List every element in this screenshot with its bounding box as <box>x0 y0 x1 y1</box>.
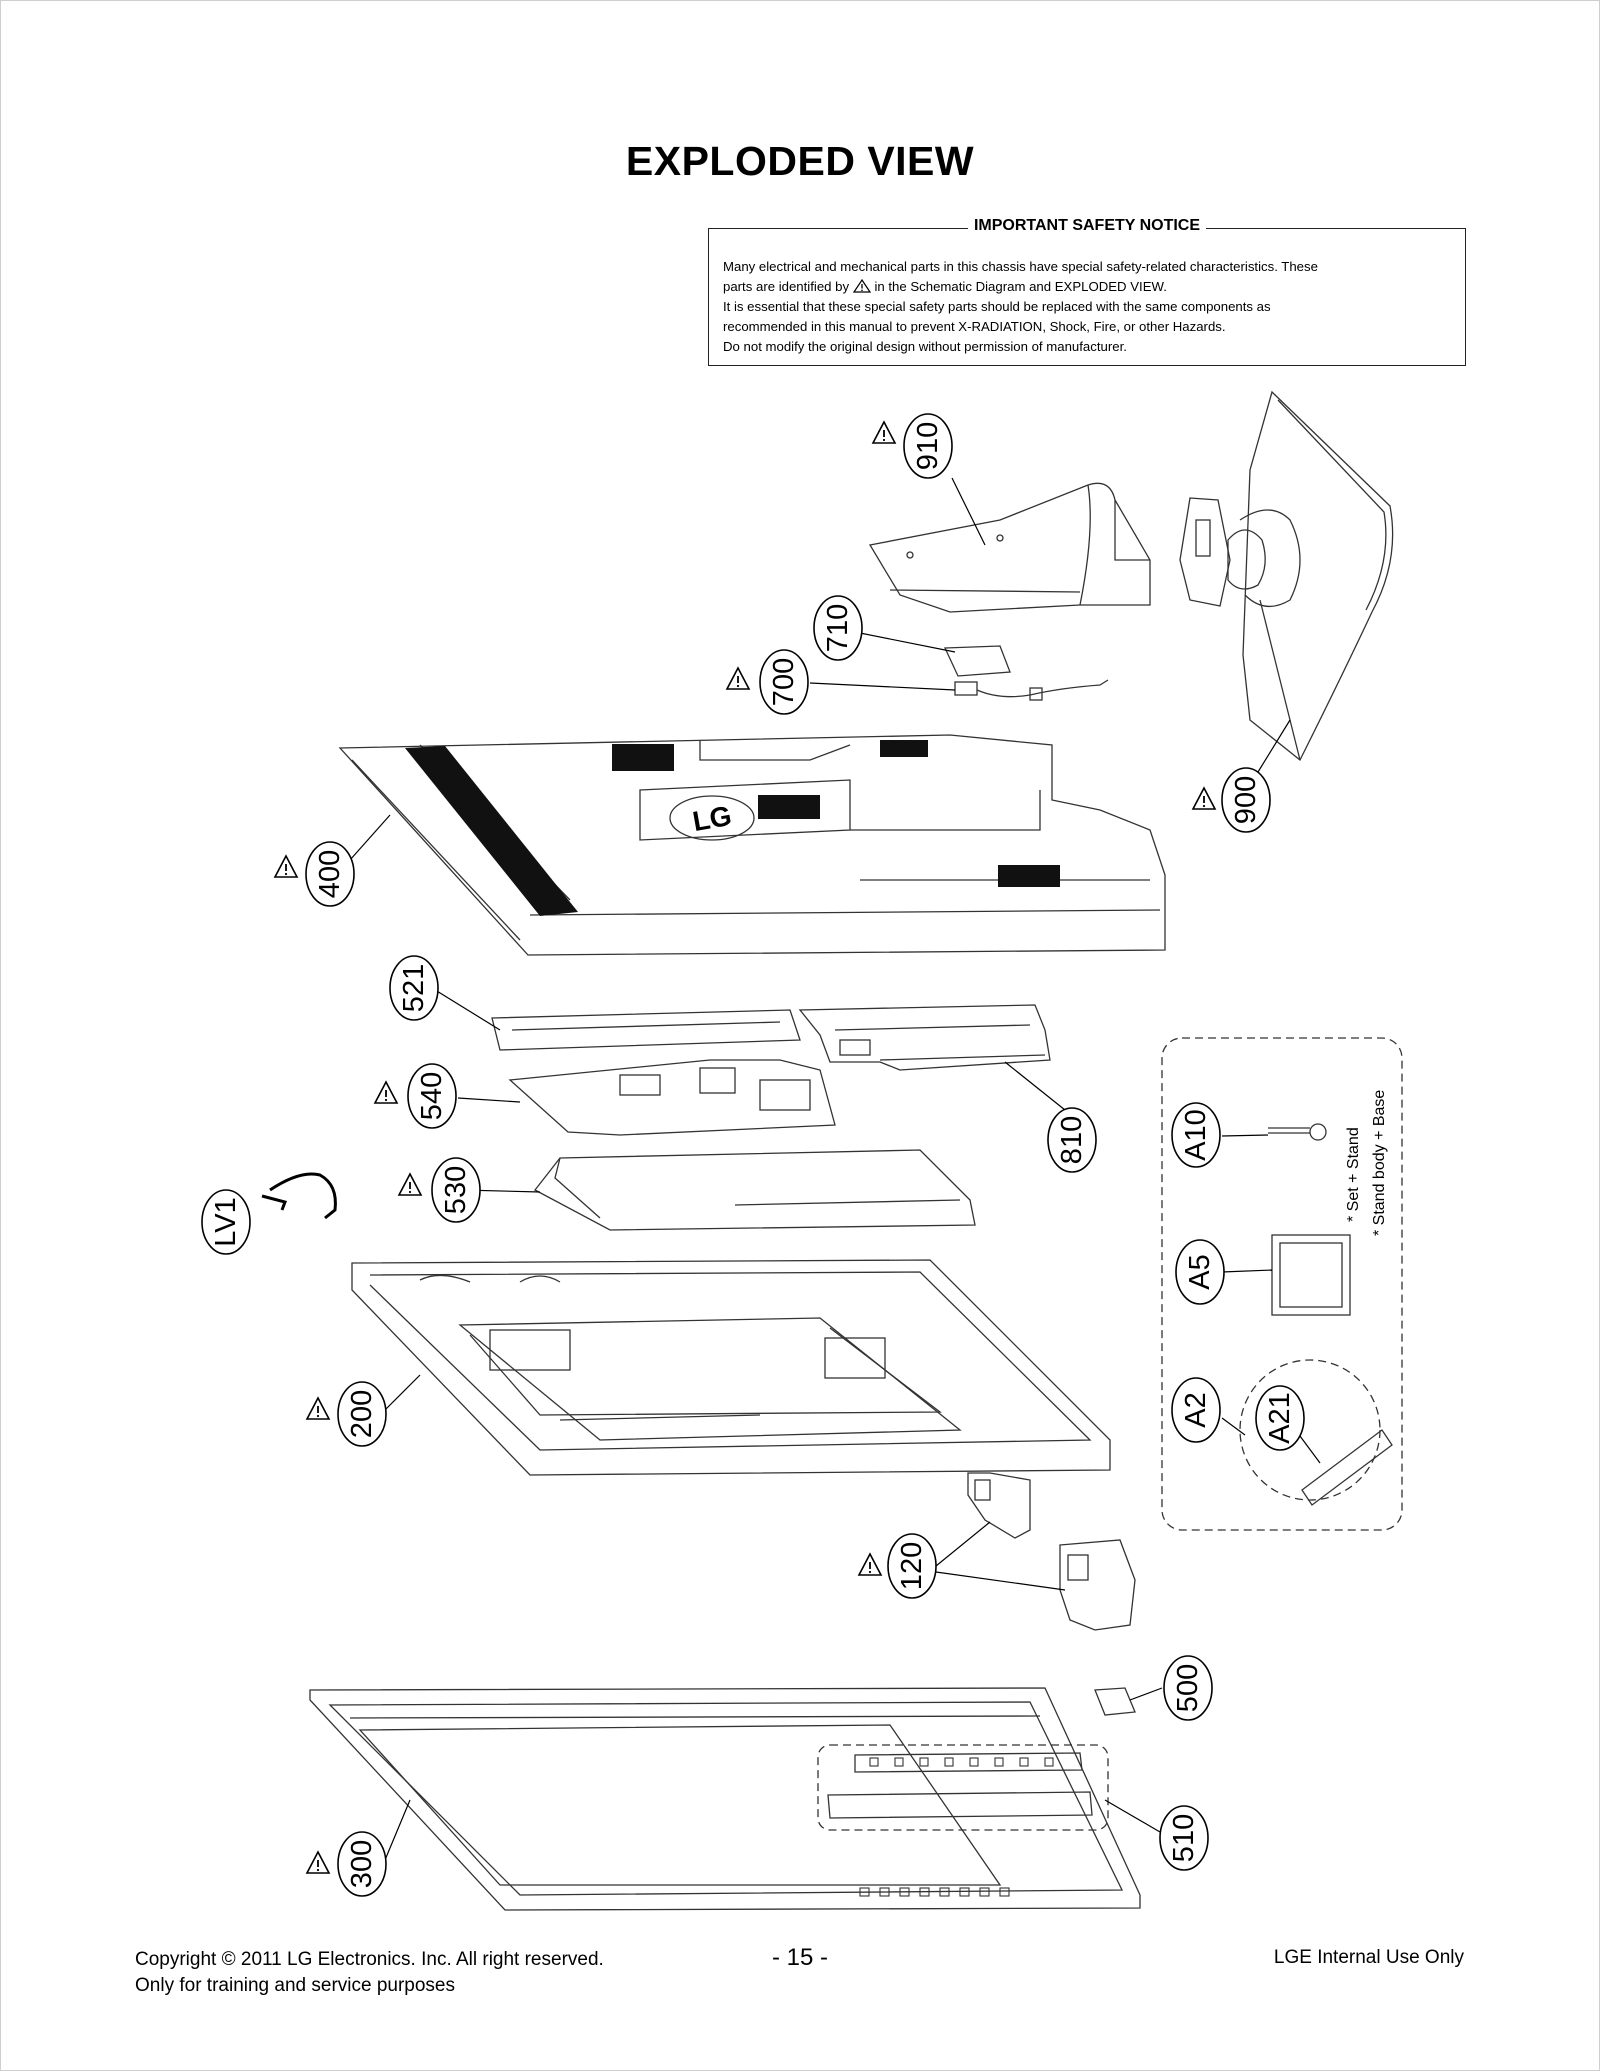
callout-200-text: 200 <box>346 1390 378 1438</box>
callout-A10-text: A10 <box>1180 1109 1212 1161</box>
callout-810: 810 <box>1047 1107 1097 1173</box>
warning-icon <box>398 1173 422 1196</box>
callout-500: 500 <box>1163 1655 1213 1721</box>
callout-521: 521 <box>389 955 439 1021</box>
warning-icon <box>306 1397 330 1420</box>
notice-line: Do not modify the original design withou… <box>723 339 1127 354</box>
cable-700-part <box>954 679 1109 701</box>
main-board-540-part <box>508 1059 836 1136</box>
warning-icon <box>858 1553 882 1576</box>
warning-triangle-icon <box>852 279 871 293</box>
warning-icon <box>872 421 896 444</box>
callout-A5-text: A5 <box>1184 1254 1216 1289</box>
callout-510: 510 <box>1159 1805 1209 1871</box>
page-number: - 15 - <box>771 1944 828 1971</box>
back-cover-part <box>338 734 1166 956</box>
notice-line: Many electrical and mechanical parts in … <box>723 259 1318 274</box>
callout-540-text: 540 <box>416 1072 448 1120</box>
accessory-note-stand-body-base: * Stand body + Base <box>1371 1090 1388 1236</box>
safety-notice-box: IMPORTANT SAFETY NOTICE Many electrical … <box>708 217 1466 366</box>
warning-icon <box>374 1081 398 1104</box>
frame-200-part <box>351 1259 1111 1476</box>
callout-120-text: 120 <box>896 1542 928 1590</box>
callout-900: 900 <box>1221 767 1271 833</box>
notice-line: recommended in this manual to prevent X-… <box>723 319 1226 334</box>
callout-700: 700 <box>759 649 809 715</box>
board-500-part <box>1094 1687 1136 1716</box>
warning-icon <box>274 855 298 878</box>
callout-A21: A21 <box>1255 1385 1305 1451</box>
callout-540: 540 <box>407 1063 457 1129</box>
callout-500-text: 500 <box>1172 1664 1204 1712</box>
callout-A2-text: A2 <box>1180 1392 1212 1427</box>
callout-710-text: 710 <box>822 604 854 652</box>
safety-notice-body: Many electrical and mechanical parts in … <box>723 257 1451 357</box>
callout-510-text: 510 <box>1168 1814 1200 1862</box>
safety-notice-heading: IMPORTANT SAFETY NOTICE <box>709 217 1465 235</box>
module-710-part <box>943 645 1011 677</box>
front-bezel-part <box>309 1687 1141 1911</box>
accessory-group <box>1161 1037 1403 1531</box>
keyboard-510-part <box>817 1744 1109 1831</box>
warning-icon <box>1192 787 1216 810</box>
footer-purpose: Only for training and service purposes <box>135 1975 455 1996</box>
speaker-120-part <box>967 1472 1136 1631</box>
stand-neck-part <box>868 482 1151 613</box>
callout-900-text: 900 <box>1230 776 1262 824</box>
bracket-810-part <box>798 1004 1051 1071</box>
callout-A5: A5 <box>1175 1239 1225 1305</box>
footer-copyright-block: Copyright © 2011 LG Electronics. Inc. Al… <box>135 1947 604 1999</box>
safety-notice-heading-text: IMPORTANT SAFETY NOTICE <box>967 217 1207 234</box>
callout-A21-text: A21 <box>1264 1392 1296 1444</box>
callout-A2: A2 <box>1171 1377 1221 1443</box>
power-board-530-part <box>534 1149 976 1231</box>
stand-base-part <box>1179 390 1394 762</box>
callout-300-text: 300 <box>346 1840 378 1888</box>
callout-LV1-text: LV1 <box>210 1197 242 1246</box>
callout-A10: A10 <box>1171 1102 1221 1168</box>
warning-icon <box>726 667 750 690</box>
footer-copyright: Copyright © 2011 LG Electronics. Inc. Al… <box>135 1949 604 1970</box>
cable-LV1-part <box>261 1172 337 1220</box>
callout-LV1: LV1 <box>201 1189 251 1255</box>
callout-300: 300 <box>337 1831 387 1897</box>
bracket-521-part <box>491 1009 801 1051</box>
callout-910-text: 910 <box>912 422 944 470</box>
warning-icon <box>306 1851 330 1874</box>
notice-line-part: parts are identified by <box>723 279 850 294</box>
page-title: EXPLODED VIEW <box>625 138 975 184</box>
callout-400: 400 <box>305 841 355 907</box>
leader-lines <box>349 477 1321 1861</box>
callout-530-text: 530 <box>440 1166 472 1214</box>
notice-line: It is essential that these special safet… <box>723 299 1271 314</box>
lg-logo: LG <box>690 800 734 837</box>
notice-line: parts are identified by in the Schematic… <box>723 277 1451 297</box>
callout-810-text: 810 <box>1056 1116 1088 1164</box>
callout-400-text: 400 <box>314 850 346 898</box>
callout-710: 710 <box>813 595 863 661</box>
callout-910: 910 <box>903 413 953 479</box>
callout-200: 200 <box>337 1381 387 1447</box>
back-cover-vent <box>405 740 1060 916</box>
callout-521-text: 521 <box>398 964 430 1012</box>
footer-internal-use: LGE Internal Use Only <box>1273 1947 1464 1968</box>
notice-line-part: in the Schematic Diagram and EXPLODED VI… <box>874 279 1167 294</box>
callout-530: 530 <box>431 1157 481 1223</box>
accessory-note-set-stand: * Set + Stand <box>1345 1127 1362 1222</box>
callout-120: 120 <box>887 1533 937 1599</box>
callout-700-text: 700 <box>768 658 800 706</box>
